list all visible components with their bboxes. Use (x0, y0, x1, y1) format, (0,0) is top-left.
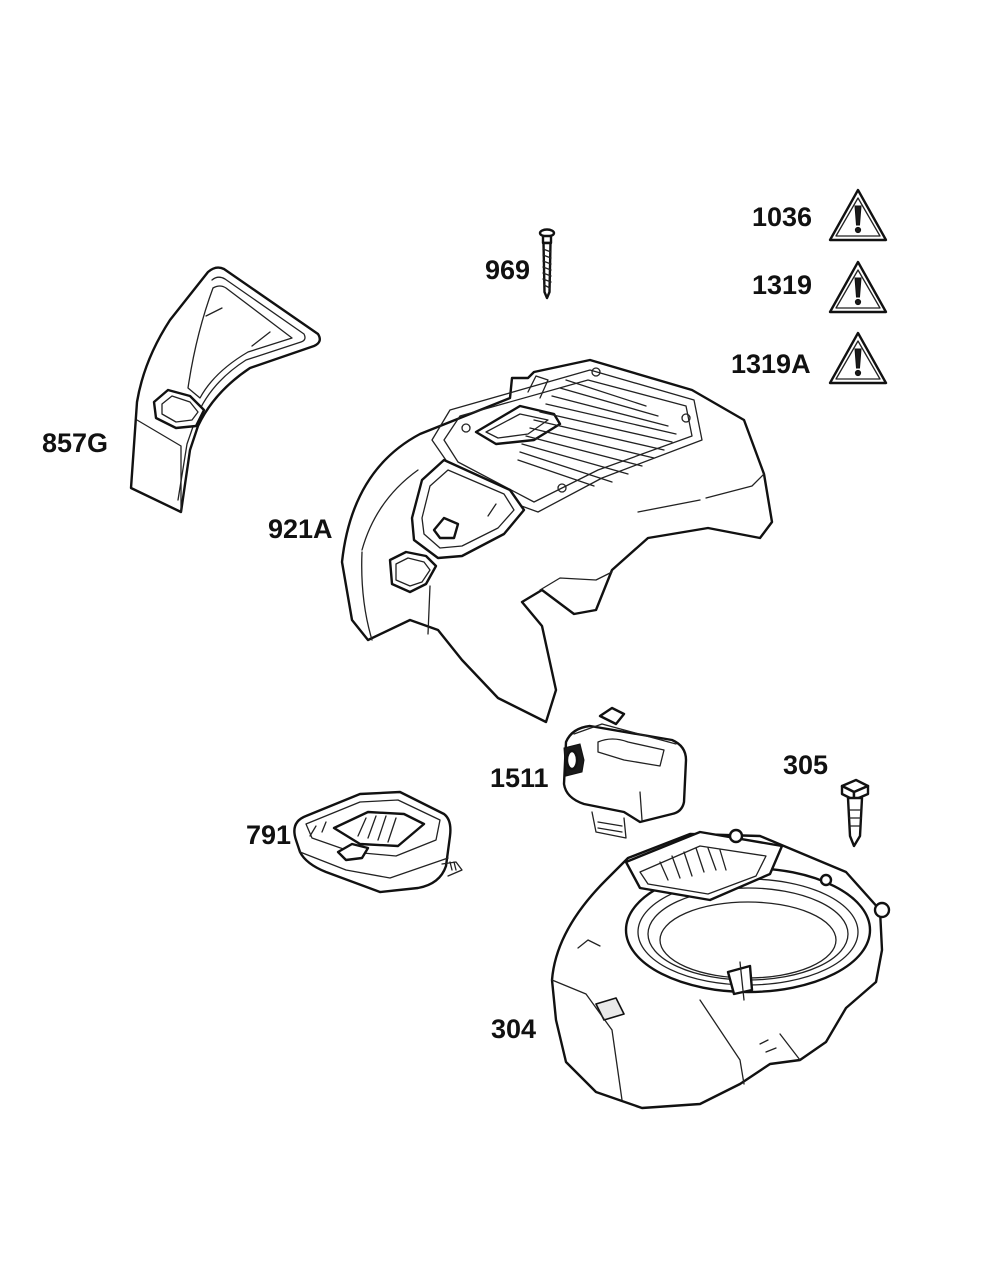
screw-icon-305 (840, 778, 870, 848)
part-number-857g: 857G (42, 428, 109, 458)
cover-icon-857g (129, 266, 321, 514)
part-number-1319a: 1319A (731, 349, 811, 379)
part-number-1511: 1511 (490, 763, 549, 793)
part-number-304: 304 (491, 1014, 537, 1044)
warning-triangle-icon-1036 (828, 188, 888, 242)
screw-icon-969 (538, 228, 556, 300)
charger-icon-791 (293, 790, 463, 894)
part-number-1319: 1319 (752, 270, 813, 300)
warning-triangle-icon-1319a (828, 331, 888, 385)
part-number-921a: 921A (268, 514, 333, 544)
warning-triangle-icon-1319 (828, 260, 888, 314)
part-number-969: 969 (485, 255, 531, 285)
part-number-305: 305 (783, 750, 829, 780)
blower-housing-icon-304 (550, 828, 891, 1110)
part-number-1036: 1036 (752, 202, 813, 232)
engine-cover-icon-921a (340, 358, 774, 724)
part-number-791: 791 (246, 820, 292, 850)
battery-icon-1511 (562, 706, 688, 839)
